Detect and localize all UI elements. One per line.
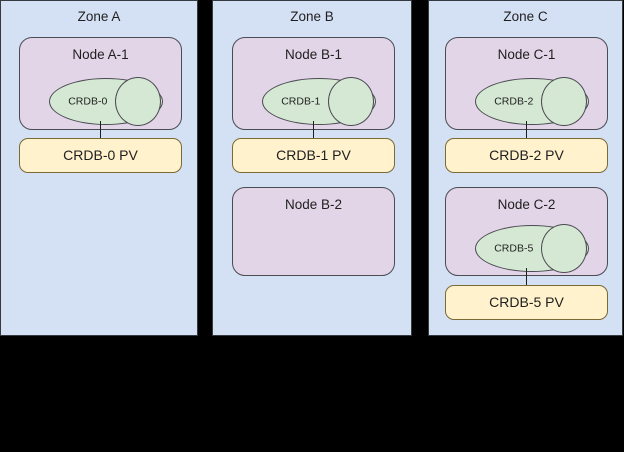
node-container-c-2[interactable]: Node C-2 CRDB-5 [445, 187, 608, 276]
node-container-a-1[interactable]: Node A-1 CRDB-0 [19, 37, 182, 130]
database-cylinder-crdb-2[interactable]: CRDB-2 [475, 77, 589, 126]
node-title: Node B-2 [284, 197, 343, 212]
node-container-c-1[interactable]: Node C-1 CRDB-2 [445, 37, 608, 130]
pv-label: CRDB-2 PV [489, 147, 564, 163]
node-title: Node C-2 [497, 197, 556, 212]
zone-title: Zone A [77, 9, 121, 24]
pv-container-crdb-5-pv[interactable]: CRDB-5 PV [445, 285, 608, 320]
zone-title: Zone B [290, 9, 334, 24]
pv-container-crdb-1-pv[interactable]: CRDB-1 PV [232, 138, 395, 173]
connector-line [526, 121, 527, 139]
database-label: CRDB-1 [281, 95, 321, 107]
database-cylinder-crdb-0[interactable]: CRDB-0 [49, 77, 163, 126]
node-title: Node B-1 [284, 47, 343, 62]
pv-label: CRDB-1 PV [276, 147, 351, 163]
connector-line [526, 268, 527, 286]
database-end-cap [541, 77, 587, 126]
pv-container-crdb-2-pv[interactable]: CRDB-2 PV [445, 138, 608, 173]
database-cylinder-crdb-5[interactable]: CRDB-5 [475, 224, 589, 273]
connector-line [313, 121, 314, 139]
zone-container-a[interactable]: Zone A Node A-1 CRDB-0 CRDB-0 PV [0, 0, 198, 336]
pv-label: CRDB-5 PV [489, 294, 564, 310]
database-end-cap [328, 77, 374, 126]
zone-container-c[interactable]: Zone C Node C-1 CRDB-2 CRDB-2 PV Node C-… [428, 0, 623, 336]
zone-container-b[interactable]: Zone B Node B-1 CRDB-1 CRDB-1 PV Node B-… [212, 0, 412, 336]
database-end-cap [541, 224, 587, 273]
database-cylinder-crdb-1[interactable]: CRDB-1 [262, 77, 376, 126]
node-container-b-2[interactable]: Node B-2 [232, 187, 395, 276]
database-label: CRDB-0 [68, 95, 108, 107]
connector-line [100, 121, 101, 139]
database-end-cap [115, 77, 161, 126]
pv-container-crdb-0-pv[interactable]: CRDB-0 PV [19, 138, 182, 173]
zone-title: Zone C [503, 9, 548, 24]
node-title: Node A-1 [72, 47, 129, 62]
database-label: CRDB-5 [494, 242, 534, 254]
node-container-b-1[interactable]: Node B-1 CRDB-1 [232, 37, 395, 130]
pv-label: CRDB-0 PV [63, 147, 138, 163]
node-title: Node C-1 [497, 47, 556, 62]
database-label: CRDB-2 [494, 95, 534, 107]
